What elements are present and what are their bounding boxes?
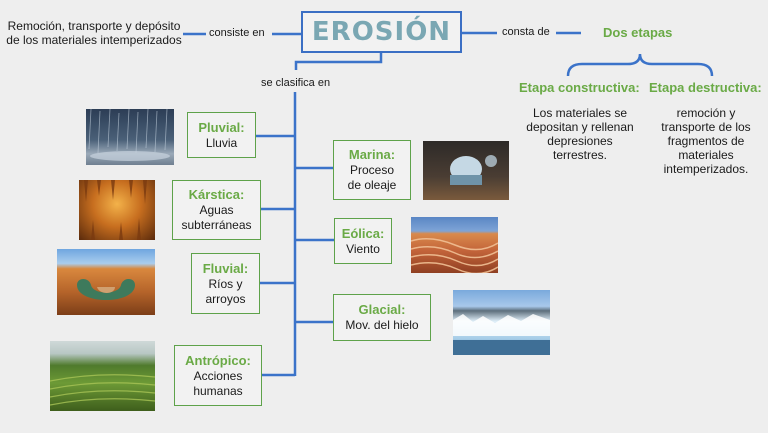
type-desc: Viento: [346, 241, 380, 256]
type-desc: Aguas: [199, 203, 234, 217]
type-desc: Mov. del hielo: [345, 318, 419, 332]
etapa-destructiva-line: remoción y: [676, 106, 736, 120]
type-title: Kárstica:: [188, 187, 245, 202]
connector-consiste: consiste en: [209, 27, 265, 39]
type-title: Glacial:: [358, 302, 406, 317]
type-title: Eólica:: [341, 225, 385, 241]
type-desc: arroyos: [205, 291, 246, 306]
etapa-constructiva-line: terrestres.: [552, 148, 607, 162]
type-box-fluvial: Fluvial: Ríos y arroyos: [191, 253, 260, 314]
type-title: Pluvial:: [198, 119, 245, 135]
etapa-constructiva-title: Etapa constructiva:: [519, 80, 640, 95]
etapa-constructiva-line: Los materiales se: [532, 106, 628, 120]
page-title: EROSIÓN: [311, 17, 452, 47]
rain-photo: [86, 109, 174, 165]
type-desc: subterráneas: [181, 218, 252, 232]
title-box: EROSIÓN: [301, 11, 462, 53]
sandstone-waves-photo: [411, 217, 498, 273]
etapa-destructiva-line: materiales: [678, 148, 734, 162]
type-desc: Ríos y: [208, 276, 243, 291]
connector-consta: consta de: [502, 26, 550, 38]
sea-arch-photo: [423, 141, 509, 200]
type-box-eolica: Eólica: Viento: [334, 218, 392, 264]
cave-photo: [79, 180, 155, 240]
terraces-photo: [50, 341, 155, 411]
definition-line-2: de los materiales intemperizados: [6, 33, 182, 47]
type-desc: Acciones: [193, 368, 243, 383]
type-desc: humanas: [193, 383, 243, 398]
type-title: Fluvial:: [202, 260, 249, 276]
type-desc: de oleaje: [347, 178, 397, 192]
etapa-constructiva-text: Los materiales se depositan y rellenan d…: [518, 106, 642, 162]
etapas-header: Dos etapas: [603, 25, 673, 40]
type-title: Marina:: [348, 147, 396, 162]
type-box-glacial: Glacial: Mov. del hielo: [333, 294, 431, 341]
type-desc: Lluvia: [205, 135, 238, 150]
etapa-destructiva-title: Etapa destructiva:: [649, 80, 762, 95]
etapa-destructiva-line: fragmentos de: [667, 134, 745, 148]
definition-line-1: Remoción, transporte y depósito: [7, 19, 181, 33]
type-box-marina: Marina: Proceso de oleaje: [333, 140, 411, 200]
etapa-destructiva-text: remoción y transporte de los fragmentos …: [648, 106, 764, 176]
type-box-antropico: Antrópico: Acciones humanas: [174, 345, 262, 406]
connector-clasifica: se clasifica en: [261, 77, 331, 89]
type-title: Antrópico:: [185, 352, 251, 368]
etapa-constructiva-line: depositan y rellenan: [526, 120, 634, 134]
etapa-destructiva-line: intemperizados.: [663, 162, 749, 176]
type-box-karstica: Kárstica: Aguas subterráneas: [172, 180, 261, 240]
etapa-destructiva-line: transporte de los: [661, 120, 751, 134]
river-canyon-photo: [57, 249, 155, 315]
definition-text: Remoción, transporte y depósito de los m…: [0, 19, 188, 47]
glacier-photo: [453, 290, 550, 355]
type-desc: Proceso: [349, 163, 395, 177]
type-box-pluvial: Pluvial: Lluvia: [187, 112, 256, 158]
etapa-constructiva-line: depresiones: [547, 134, 613, 148]
